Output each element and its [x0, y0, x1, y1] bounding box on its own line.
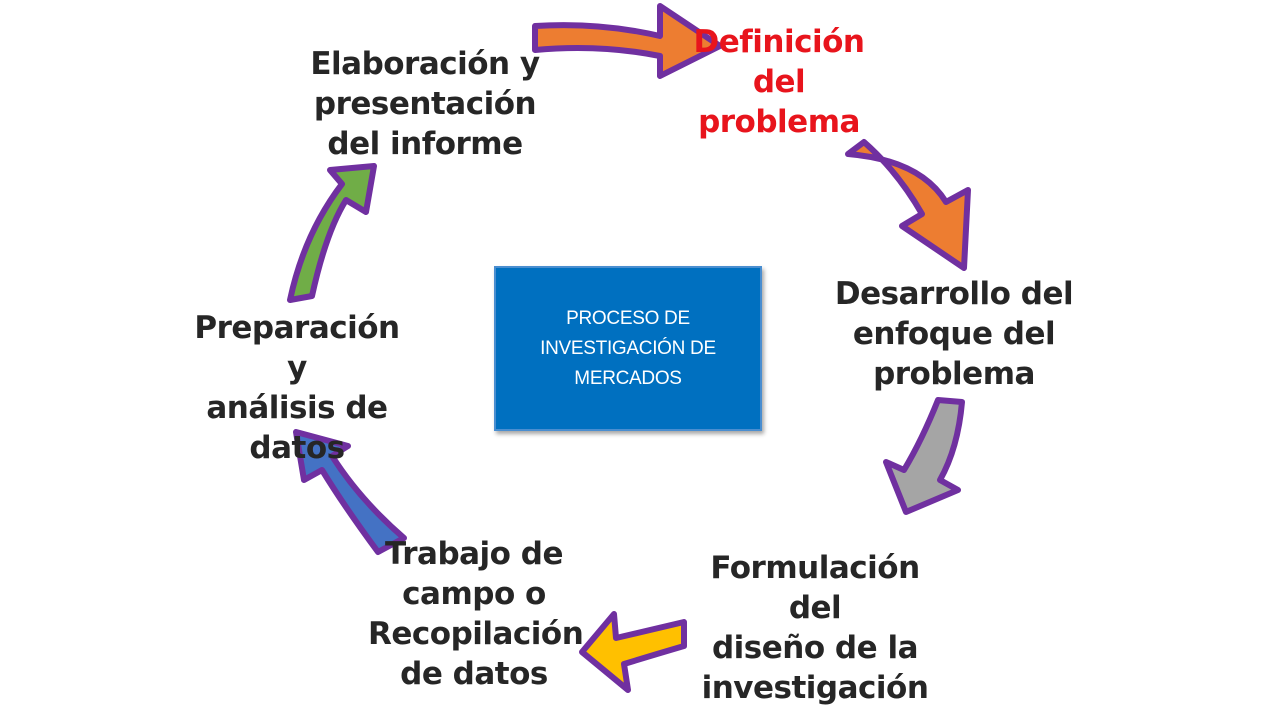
center-process-box: PROCESO DE INVESTIGACIÓN DE MERCADOS [494, 266, 762, 431]
step-trabajo-de-campo: Trabajo de campo o Recopilación de datos [368, 536, 584, 692]
arrow-formulacion-to-trabajo [579, 611, 687, 693]
arrow-informe-to-definicion [532, 3, 723, 79]
step-elaboracion-del-informe: Elaboración y presentación del informe [310, 46, 540, 162]
arrow-desarrollo-to-formulacion [883, 397, 965, 515]
arrow-preparacion-to-informe [287, 163, 377, 303]
center-process-title: PROCESO DE INVESTIGACIÓN DE MERCADOS [540, 307, 716, 389]
arrow-definicion-to-desarrollo [845, 139, 971, 271]
step-formulacion-del-diseno: Formulación del diseño de la investigaci… [701, 550, 929, 706]
step-desarrollo-del-enfoque: Desarrollo del enfoque del problema [834, 276, 1074, 392]
step-definicion-del-problema: Definición del problema [693, 24, 865, 140]
arrow-trabajo-to-preparacion [293, 429, 407, 555]
step-preparacion-y-analisis: Preparación y análisis de datos [194, 310, 400, 466]
